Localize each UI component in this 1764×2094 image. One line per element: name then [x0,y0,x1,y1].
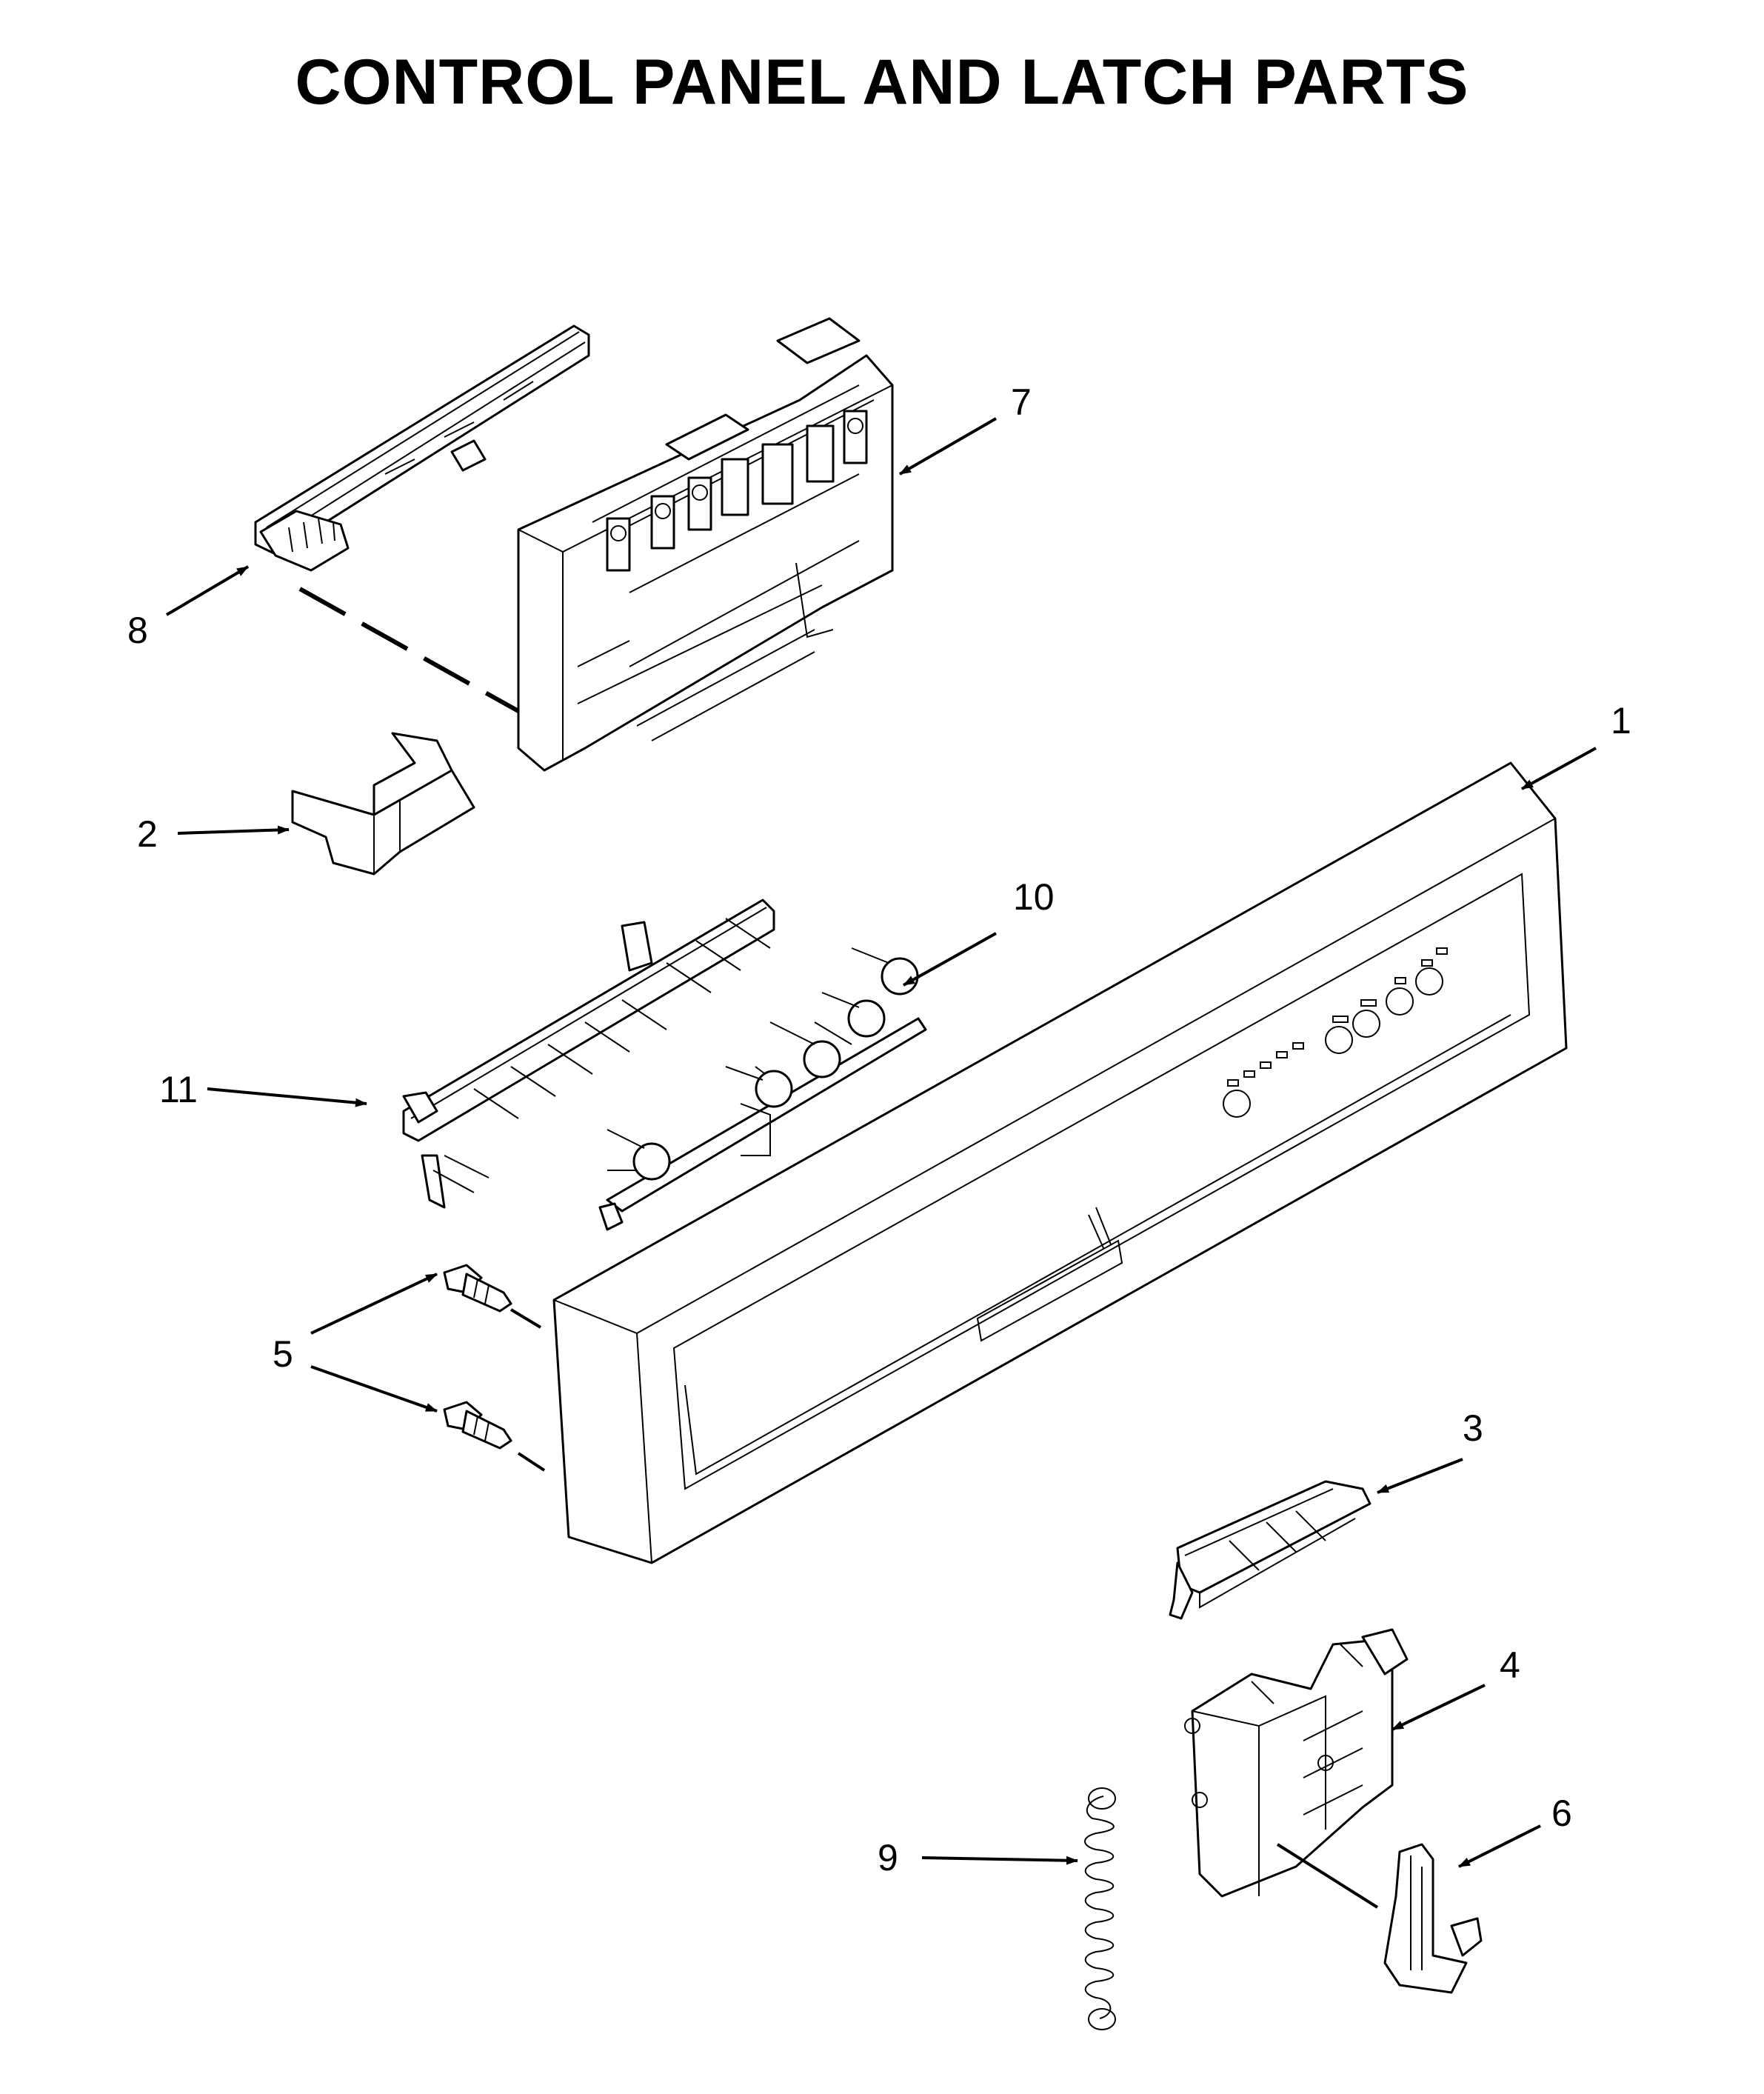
leader-7 [899,417,997,476]
leader-6 [1458,1824,1541,1868]
assembly-line-8-7 [298,587,520,713]
part-5-screw-lower [443,1401,512,1450]
callout-6: 6 [1551,1793,1572,1834]
callout-5: 5 [273,1333,293,1375]
callout-2: 2 [137,813,158,855]
leader-9 [921,1855,1078,1865]
assembly-line-4-6 [1276,1843,1379,1909]
leader-5-upper [310,1273,438,1335]
callout-10: 10 [1013,876,1055,918]
part-9-spring [1084,1787,1116,2030]
callout-7: 7 [1011,381,1032,423]
part-6-latch-clip [1383,1843,1483,1994]
leader-10 [903,932,997,987]
callout-11: 11 [159,1069,198,1110]
part-7-control-module [517,317,894,772]
part-1-control-panel [552,761,1568,1564]
leader-5-lower [310,1365,438,1413]
callout-9: 9 [878,1837,898,1878]
assembly-line-5-upper [510,1308,542,1329]
assembly-line-5-lower [517,1452,546,1472]
leader-11 [207,1087,367,1107]
leader-8 [165,565,250,616]
callout-4: 4 [1500,1644,1520,1686]
leader-4 [1392,1684,1486,1731]
callout-3: 3 [1463,1407,1483,1449]
page-title: CONTROL PANEL AND LATCH PARTS [295,47,1469,118]
part-3-latch-handle [1169,1480,1372,1620]
leader-3 [1377,1458,1463,1494]
leader-2 [177,825,290,835]
part-2-bracket [291,732,475,876]
callout-1: 1 [1611,700,1631,741]
leader-1 [1521,747,1597,790]
part-8-bracket [254,324,590,572]
part-11-button-frame [402,898,775,1209]
part-10-button-actuator [598,947,927,1231]
part-5-screw-upper [443,1264,512,1313]
callout-8: 8 [127,610,148,651]
